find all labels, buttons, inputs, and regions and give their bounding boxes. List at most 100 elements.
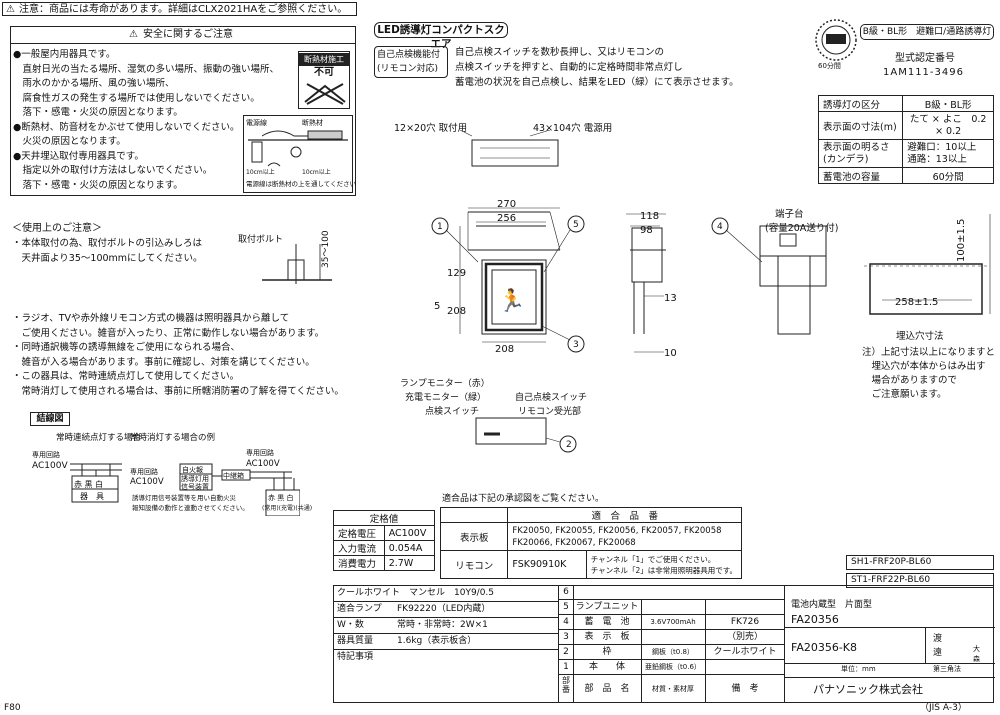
warning-icon: ⚠ <box>6 4 15 15</box>
technical-drawing: 🏃 <box>431 130 991 353</box>
usage-header: ＜使用上のご注意＞ <box>12 223 102 234</box>
compat-table: 適 合 品 番 表示板 FK20050, FK20055, FK20056, F… <box>439 507 743 579</box>
cutout-note-line: 埋込穴が本体からはみ出す <box>862 361 986 372</box>
parts-cell-note: （別売） <box>726 632 763 642</box>
dim-129: 129 <box>447 268 467 279</box>
fig-label-power: 電源線 <box>246 119 267 127</box>
parts-cell-no: 5 <box>563 602 569 612</box>
wiring-body: 器 具 <box>80 492 104 501</box>
tb-left-value: 1.6kg（表示板含） <box>397 636 477 646</box>
title-block-right: 電池内蔵型 片面型 FA20356 FA20356-K8 渡 遠 大 森 単位：… <box>784 585 995 703</box>
tb-projection: 第三角法 <box>933 665 961 673</box>
dim-5: 5 <box>434 301 441 312</box>
side-code-1: ST1-FRF22P-BL60 <box>846 573 994 588</box>
parts-cell-material: 亜鉛鋼板（t0.6） <box>645 663 701 671</box>
tb-left-row: 器具質量 1.6kg（表示板含） <box>333 633 558 650</box>
parts-cell-no: 6 <box>563 587 569 597</box>
desc-line-2: 点検スイッチを押すと、自動的に定格時間非常点灯し <box>455 62 683 73</box>
tb-left-value: FK92220（LED内蔵） <box>397 604 491 614</box>
rating-label-2: 消費電力 <box>333 555 385 571</box>
spec-label-1: 表示面の寸法(m) <box>817 111 904 140</box>
parts-cell-name: 表 示 板 <box>584 632 630 642</box>
insulation-diagram <box>248 130 348 167</box>
wiring-left-title: 常時連続点灯する場合 <box>56 433 142 443</box>
parts-cell-name: 蓄 電 池 <box>584 617 630 627</box>
wiring-relay-box: 中継箱 <box>223 472 244 480</box>
wiring-ac-left: AC100V <box>32 461 68 471</box>
spec-value-3: 60分間 <box>902 167 994 184</box>
wiring-out-terms: 赤 黒 白 <box>268 494 294 502</box>
dim-mount-holes: 12×20穴 取付用 <box>394 123 468 134</box>
compat-panel-value-0: FK20050, FK20055, FK20056, FK20057, FK20… <box>512 525 722 536</box>
usage-line: ご使用ください。雑音が入ったり、正常に動作しない場合があります。 <box>12 327 325 339</box>
usage-line: ・ラジオ、TVや赤外線リモコン方式の機器は照明器具から離して <box>12 313 290 324</box>
self-check-badge: 自己点検機能付 (リモコン対応) <box>374 46 448 78</box>
dim-10: 10 <box>664 348 677 359</box>
wiring-note-1: 誘導灯用信号装置等を用い自動火災 <box>132 494 236 502</box>
rating-value-1: 0.054A <box>383 540 436 556</box>
cutout-note-line: 注）上記寸法以上になりますと <box>862 347 996 358</box>
callout-1: 1 <box>437 222 443 232</box>
tb-left-row: W・数常時・非常時：2W×1 <box>333 617 558 634</box>
product-title: LED誘導灯コンパクトスクエア <box>374 22 508 50</box>
desc-line-1: 自己点検スイッチを数秒長押し、又はリモコンの <box>455 47 665 58</box>
parts-cell-material: 鋼板（t0.8） <box>652 648 694 656</box>
cert-number: 1AM111-3496 <box>883 67 964 78</box>
parts-row: 6 <box>558 585 784 600</box>
callout-5: 5 <box>573 220 579 230</box>
fig-note: 電源線は断熱材の上を通してください <box>246 180 357 188</box>
wiring-out-labels: (常用)(充電)(共通) <box>262 505 313 512</box>
parts-cell-name: 部 品 名 <box>584 684 630 694</box>
footer-left: F80 <box>4 703 21 713</box>
tb-name-1: 大 <box>973 645 980 653</box>
wiring-auto-fire: 自火報 <box>182 466 203 474</box>
parts-row: 5 ランプユニット <box>558 600 784 615</box>
panel-label-check-switch: 点検スイッチ <box>425 407 480 417</box>
tb-product-type: 電池内蔵型 片面型 <box>791 600 873 610</box>
parts-cell-material: 材質・素材厚 <box>652 685 694 693</box>
parts-cell-note: クールホワイト <box>713 647 777 657</box>
bolt-dim: 35〜100 <box>321 230 331 268</box>
panel-label-charge-monitor: 充電モニター（緑） <box>405 393 487 403</box>
notice-text: 注意：商品には寿命があります。詳細はCLX2021HAをご参照ください。 <box>19 4 348 15</box>
dim-98: 98 <box>640 225 653 236</box>
bolt-label: 取付ボルト <box>238 235 284 245</box>
parts-cell-name: 本 体 <box>588 662 625 672</box>
bolt-diagram <box>262 244 332 284</box>
tb-name-2: 森 <box>973 655 980 663</box>
parts-row: 1 本 体 亜鉛鋼板（t0.6） <box>558 660 784 675</box>
class-label: B級・BL形 避難口/通路誘導灯 <box>860 24 994 40</box>
insulation-figure: 電源線 断熱材 10cm以上 10cm以上 電源線は断熱材の上を通してください <box>243 115 357 193</box>
cert-seal-label: 60分間 <box>818 62 841 70</box>
insulation-icon <box>304 83 346 105</box>
cert-label: 型式認定番号 <box>895 53 955 64</box>
panel-label-lamp-monitor: ランプモニター（赤） <box>400 379 490 389</box>
dim-208-w: 208 <box>495 344 515 355</box>
safety-line: 腐食性ガスの発生する場所では使用しないでください。 <box>13 92 260 104</box>
compat-remote-note-0: チャンネル「1」でご使用ください。 <box>590 554 716 564</box>
tb-drawing-no: FA20356-K8 <box>791 641 858 654</box>
spec-value-0: B級・BL形 <box>902 95 994 112</box>
side-code-0: SH1-FRF20P-BL60 <box>846 555 994 570</box>
fig-label-insulation: 断熱材 <box>302 119 323 127</box>
parts-cell-no: 1 <box>563 662 569 672</box>
usage-line: ・この器具は、常時連続点灯して使用してください。 <box>12 371 240 382</box>
cutout-label: 埋込穴寸法 <box>896 331 944 342</box>
callout-2: 2 <box>566 440 572 450</box>
warning-icon: ⚠ <box>129 29 138 40</box>
wiring-diagram <box>70 463 300 516</box>
tb-left-label: 器具質量 <box>337 636 374 646</box>
safety-box: ⚠ 安全に関するご注意 ●一般屋内用器具です。 直射日光の当たる場所、湿気の多い… <box>10 26 356 196</box>
dim-270: 270 <box>497 199 517 210</box>
terminal-label: 端子台 <box>775 209 804 220</box>
dim-256: 256 <box>497 213 517 224</box>
wiring-title: 結線図 <box>30 412 70 426</box>
dim-118: 118 <box>640 211 660 222</box>
parts-cell-name: ランプユニット <box>575 602 639 612</box>
title-block <box>333 585 994 703</box>
